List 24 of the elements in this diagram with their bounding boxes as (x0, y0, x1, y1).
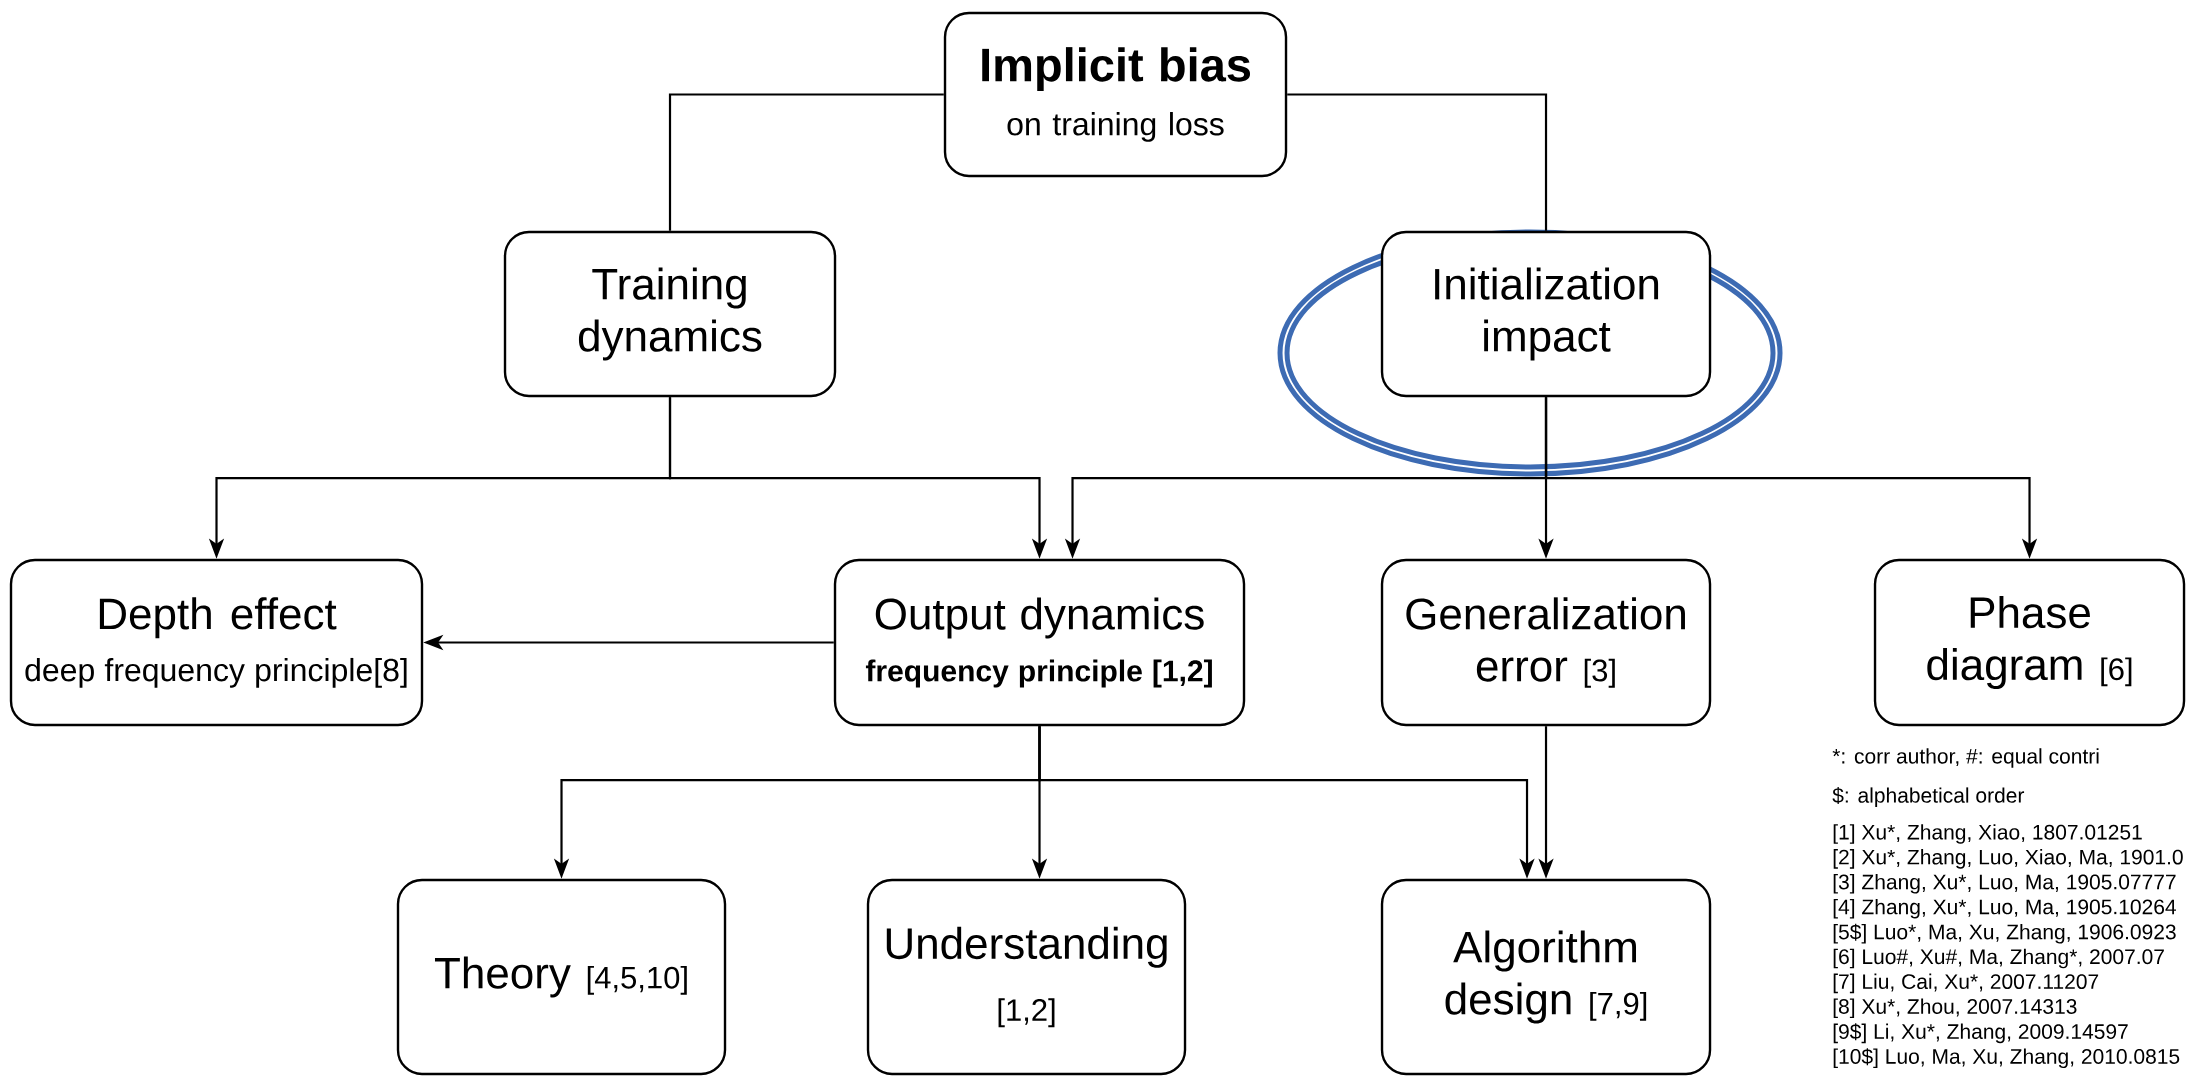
topic-box: Initialization impact (1380, 230, 1712, 398)
topic-box: Training dynamics (503, 230, 837, 398)
topic-box: Generalization error [3] (1380, 558, 1712, 727)
connector-line (1287, 93, 1548, 231)
reference-entry: [3] Zhang, Xu*, Luo, Ma, 1905.07777 (1833, 874, 2176, 894)
reference-entry: [2] Xu*, Zhang, Luo, Xiao, Ma, 1901.0 (1833, 849, 2183, 869)
reference-entry: [5$] Luo*, Ma, Xu, Zhang, 1906.0923 (1833, 923, 2176, 944)
topic-box: Phase diagram [6] (1873, 558, 2186, 727)
connector-line (668, 93, 944, 231)
note-text: $: alphabetical order (1832, 787, 2025, 807)
topic-box: Theory [4,5,10] (396, 878, 727, 1076)
topic-box: Implicit bias on training loss (943, 11, 1288, 178)
topic-box: Output dynamics frequency principle [1,2] (833, 558, 1246, 727)
reference-entry: [8] Xu*, Zhou, 2007.14313 (1833, 998, 2077, 1019)
note-text: *: corr author, #: equal contri (1832, 748, 2099, 768)
reference-entry: [7] Liu, Cai, Xu*, 2007.11207 (1833, 973, 2099, 994)
reference-entry: [4] Zhang, Xu*, Luo, Ma, 1905.10264 (1833, 898, 2176, 919)
topic-box: Algorithm design [7,9] (1380, 878, 1712, 1076)
reference-entry: [6] Luo#, Xu#, Ma, Zhang*, 2007.07 (1833, 948, 2164, 969)
reference-entry: [9$] Li, Xu*, Zhang, 2009.14597 (1833, 1023, 2128, 1044)
topic-box: Depth effect deep frequency principle[8] (9, 558, 424, 727)
topic-box: Understanding [1,2] (866, 878, 1187, 1076)
reference-entry: [1] Xu*, Zhang, Xiao, 1807.01251 (1833, 824, 2142, 844)
reference-entry: [10$] Luo, Ma, Xu, Zhang, 2010.0815 (1833, 1048, 2180, 1069)
